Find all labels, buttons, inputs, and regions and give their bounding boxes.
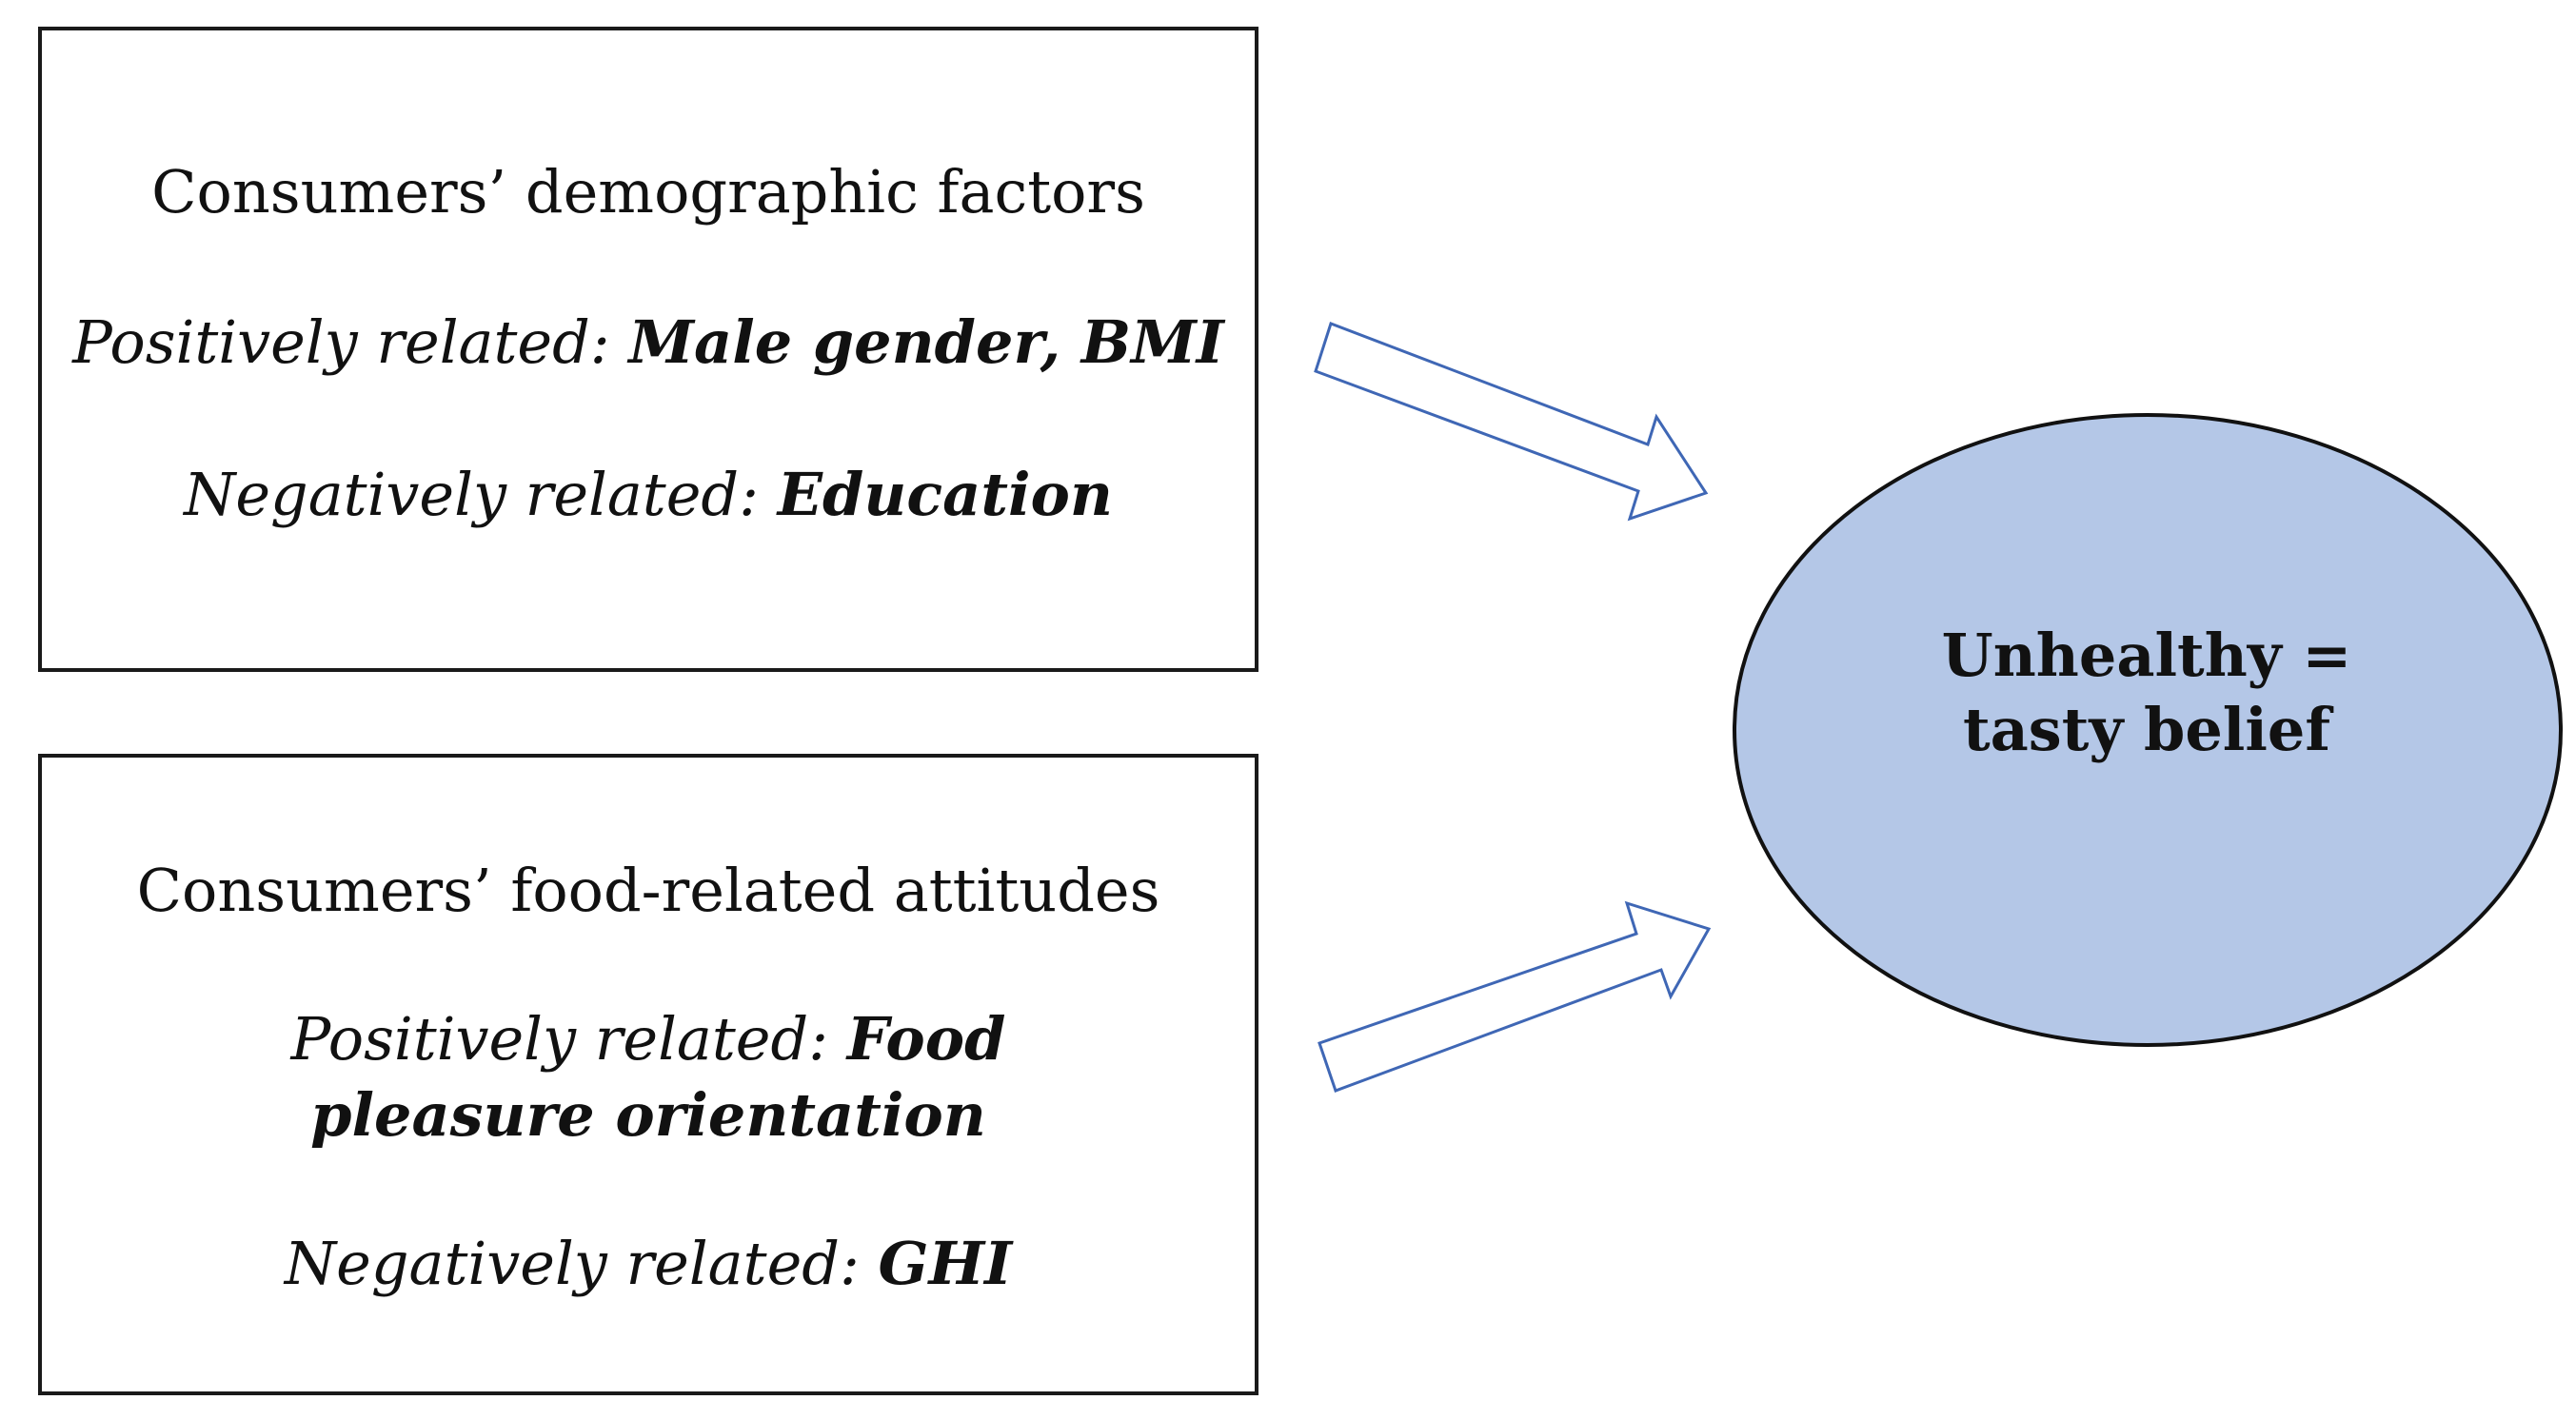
food-negative-value: GHI: [878, 1229, 1013, 1298]
demographic-factors-box: Consumers’ demographic factors Positivel…: [38, 27, 1258, 672]
food-positive-value: Food pleasure orientation: [310, 1004, 1006, 1150]
demographic-negative-line: Negatively related: Education: [42, 457, 1255, 533]
demographic-factors-title: Consumers’ demographic factors: [151, 157, 1145, 227]
demographic-positive-line: Positively related: Male gender, BMI: [42, 305, 1255, 381]
demographic-negative-label: Negatively related:: [184, 460, 778, 529]
demographic-positive-label: Positively related:: [72, 307, 629, 377]
food-negative-label: Negatively related:: [284, 1229, 879, 1298]
arrow-demographic-to-belief: [1314, 322, 1709, 522]
belief-label: Unhealthy = tasty belief: [1941, 621, 2352, 764]
demographic-negative-value: Education: [777, 460, 1113, 529]
food-attitudes-title: Consumers’ food-related attitudes: [136, 856, 1160, 925]
food-positive-line: Positively related: Food pleasure orient…: [156, 1001, 1140, 1154]
belief-ellipse: [1733, 413, 2563, 1047]
food-positive-label: Positively related:: [290, 1004, 847, 1074]
belief-ellipse-shape: [1733, 413, 2563, 1047]
arrow-food-to-belief: [1318, 900, 1712, 1093]
demographic-positive-value: Male gender, BMI: [628, 307, 1224, 377]
food-negative-line: Negatively related: GHI: [42, 1226, 1255, 1302]
food-attitudes-box: Consumers’ food-related attitudes Positi…: [38, 754, 1258, 1395]
